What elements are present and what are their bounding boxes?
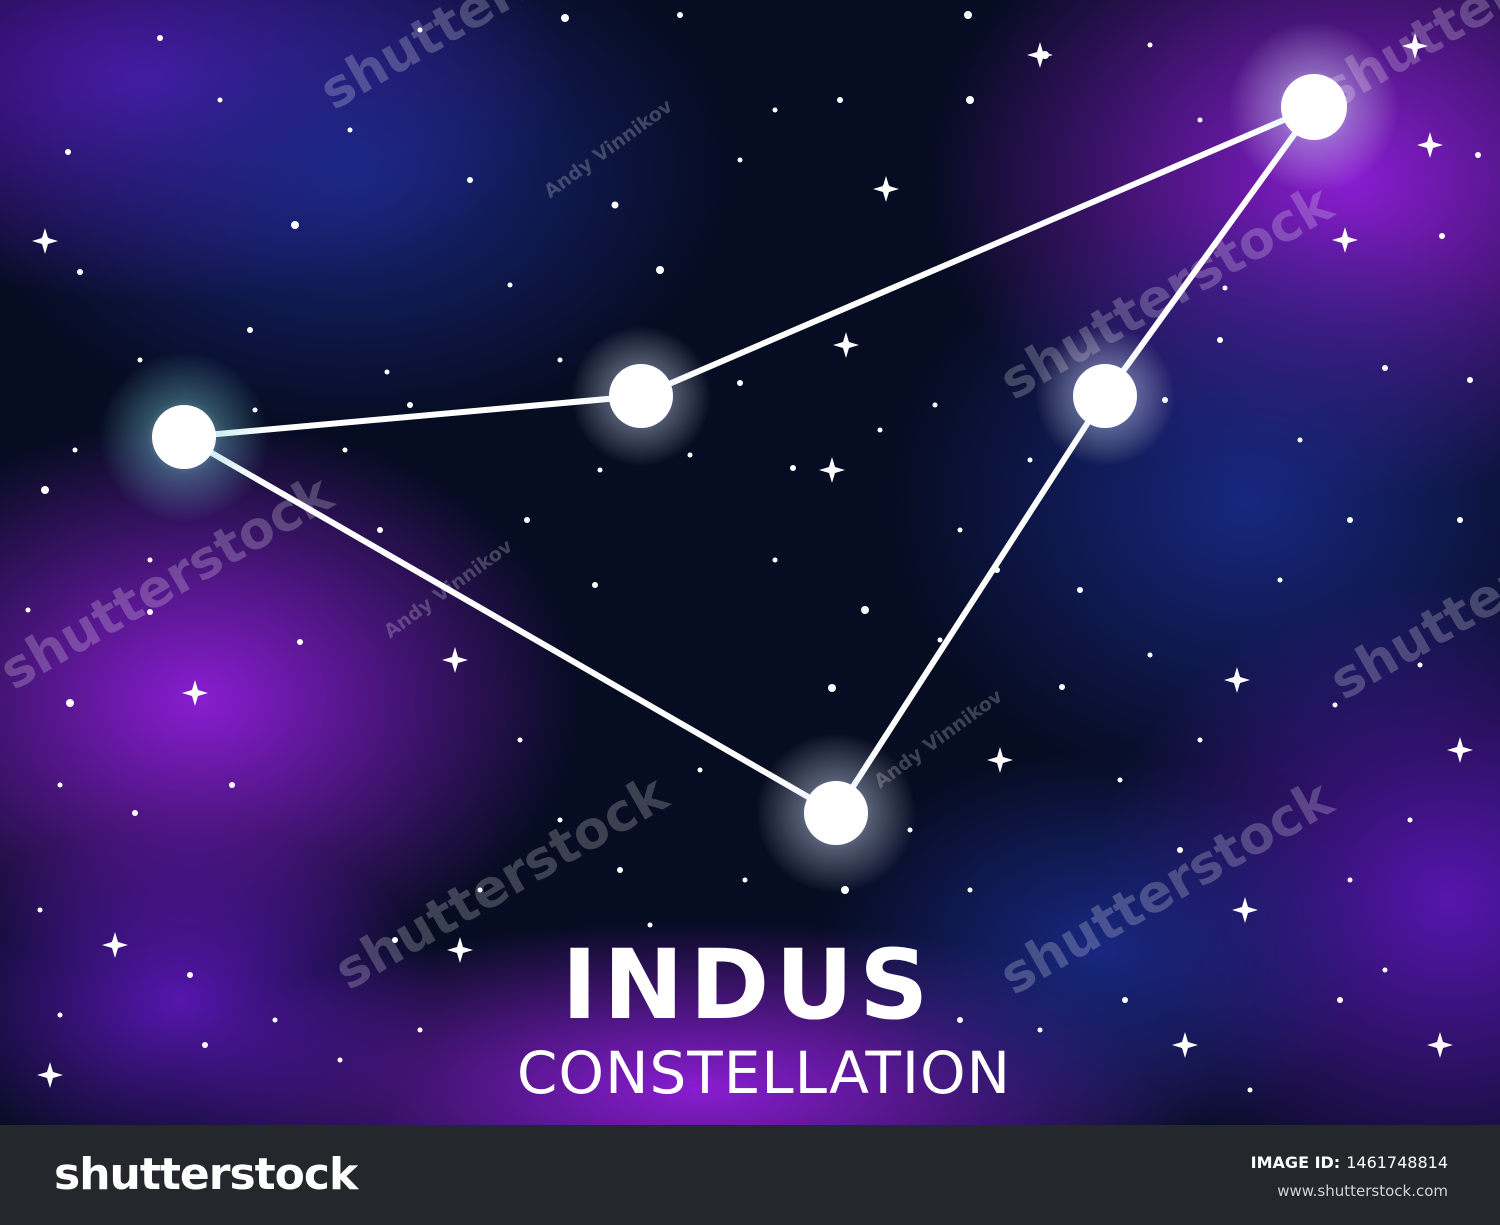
constellation-stars bbox=[99, 22, 1399, 893]
star-east bbox=[1035, 326, 1175, 466]
constellation-artwork: shutterstock shutterstock shutterstock s… bbox=[0, 0, 1500, 1125]
footer-logo[interactable]: shutterstock bbox=[54, 1149, 358, 1200]
title-main: INDUS bbox=[561, 929, 935, 1041]
image-id-value: 1461748814 bbox=[1346, 1153, 1448, 1172]
star-northeast bbox=[1229, 22, 1399, 192]
site-link[interactable]: www.shutterstock.com bbox=[1277, 1182, 1448, 1200]
footer-bar: shutterstock IMAGE ID: 1461748814 www.shu… bbox=[0, 1125, 1500, 1225]
image-id-block: IMAGE ID: 1461748814 www.shutterstock.com bbox=[1251, 1153, 1448, 1200]
sparkle-stars bbox=[32, 33, 1473, 1088]
star-south bbox=[756, 733, 916, 893]
title-subtitle: CONSTELLATION bbox=[516, 1039, 1012, 1107]
night-sky bbox=[0, 0, 1500, 1125]
star-center bbox=[571, 326, 711, 466]
star-west bbox=[99, 352, 269, 522]
image-id-label: IMAGE ID: bbox=[1250, 1153, 1341, 1172]
constellation-title: INDUS CONSTELLATION bbox=[0, 930, 1500, 1106]
